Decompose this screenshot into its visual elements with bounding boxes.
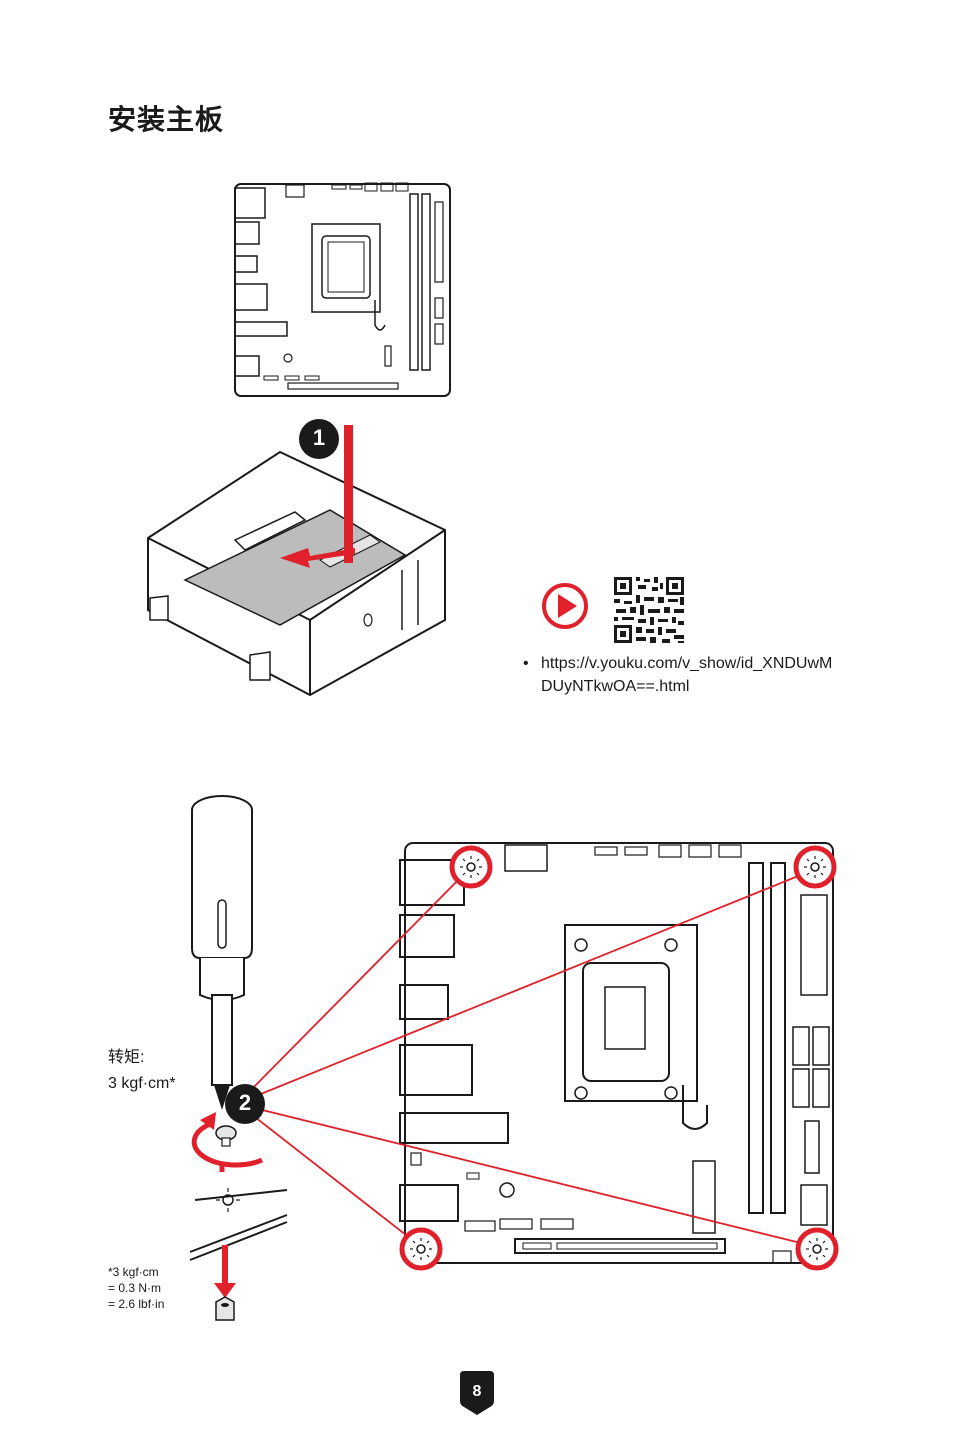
play-icon[interactable]	[541, 582, 589, 630]
case-installation-diagram	[147, 425, 446, 697]
screw-hole-marker-top-left	[449, 845, 493, 889]
page-number-badge: 8	[456, 1371, 498, 1415]
screw-hole-marker-bottom-right	[795, 1227, 839, 1271]
page-number-shape	[460, 1371, 494, 1415]
screwdriver-diagram	[189, 795, 288, 1321]
step-2-number: 2	[238, 1090, 252, 1115]
screw-hole-marker-top-right	[793, 845, 837, 889]
qr-code-icon[interactable]	[612, 575, 686, 645]
torque-value: 3 kgf·cm*	[108, 1075, 176, 1092]
conversion-line-2: = 0.3 N·m	[108, 1281, 162, 1295]
motherboard-top-view-diagram	[234, 182, 451, 397]
conversion-line-1: *3 kgf·cm	[108, 1265, 159, 1279]
step-1-badge	[299, 419, 339, 459]
page-title: 安装主板	[108, 103, 225, 136]
page-number: 8	[472, 1383, 482, 1400]
torque-label: 转矩:	[108, 1049, 145, 1066]
step-2-badge	[225, 1084, 265, 1124]
motherboard-screw-positions-diagram	[399, 842, 834, 1264]
video-link[interactable]: • https://v.youku.com/v_show/id_XNDUwMDU…	[523, 652, 841, 698]
torque-conversion-note: *3 kgf·cm = 0.3 N·m = 2.6 lbf·in	[108, 1264, 164, 1312]
screw-hole-marker-bottom-left	[399, 1227, 443, 1271]
step-1-number: 1	[312, 425, 326, 450]
video-url[interactable]: https://v.youku.com/v_show/id_XNDUwMDUyN…	[541, 655, 833, 695]
bullet: •	[523, 655, 529, 672]
conversion-line-3: = 2.6 lbf·in	[108, 1297, 165, 1311]
